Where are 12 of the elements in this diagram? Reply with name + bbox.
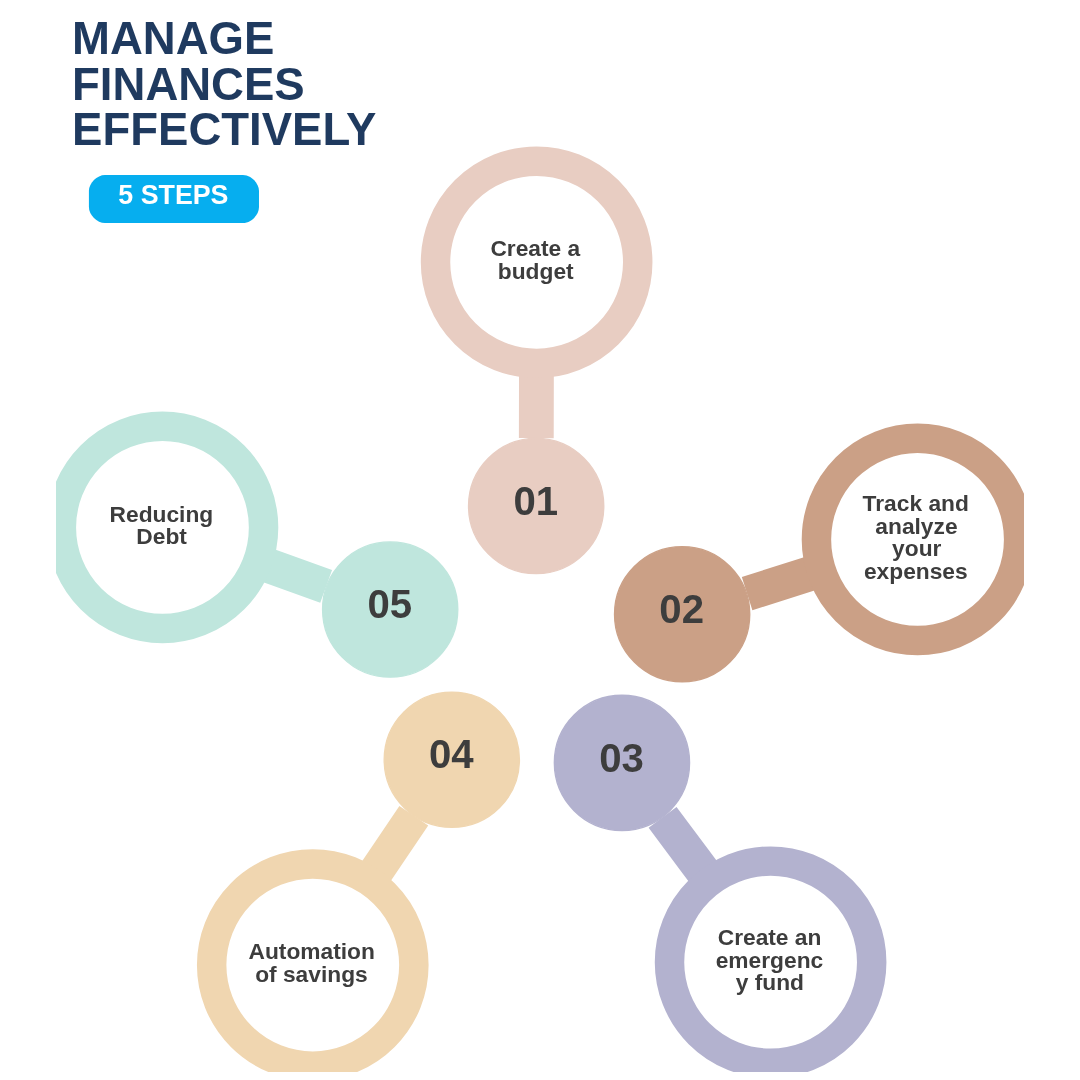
node-circle: 03	[553, 694, 691, 832]
node-circle: 05	[321, 541, 459, 678]
node-circle: Reducing Debt	[56, 411, 279, 644]
node-circle: 04	[383, 691, 521, 828]
node-circle: Track and analyze your expenses	[801, 423, 1024, 656]
node-circle: Automation of savings	[196, 849, 429, 1072]
diagram-title: MANAGE FINANCES EFFECTIVELY	[72, 13, 377, 156]
node-circle: Create an emergenc y fund	[654, 846, 887, 1072]
node-box: 5 STEPS	[88, 174, 259, 224]
node-circle: 02	[613, 545, 751, 683]
node-circle: 01	[467, 437, 605, 575]
node-circle: Create a budget	[420, 146, 653, 379]
